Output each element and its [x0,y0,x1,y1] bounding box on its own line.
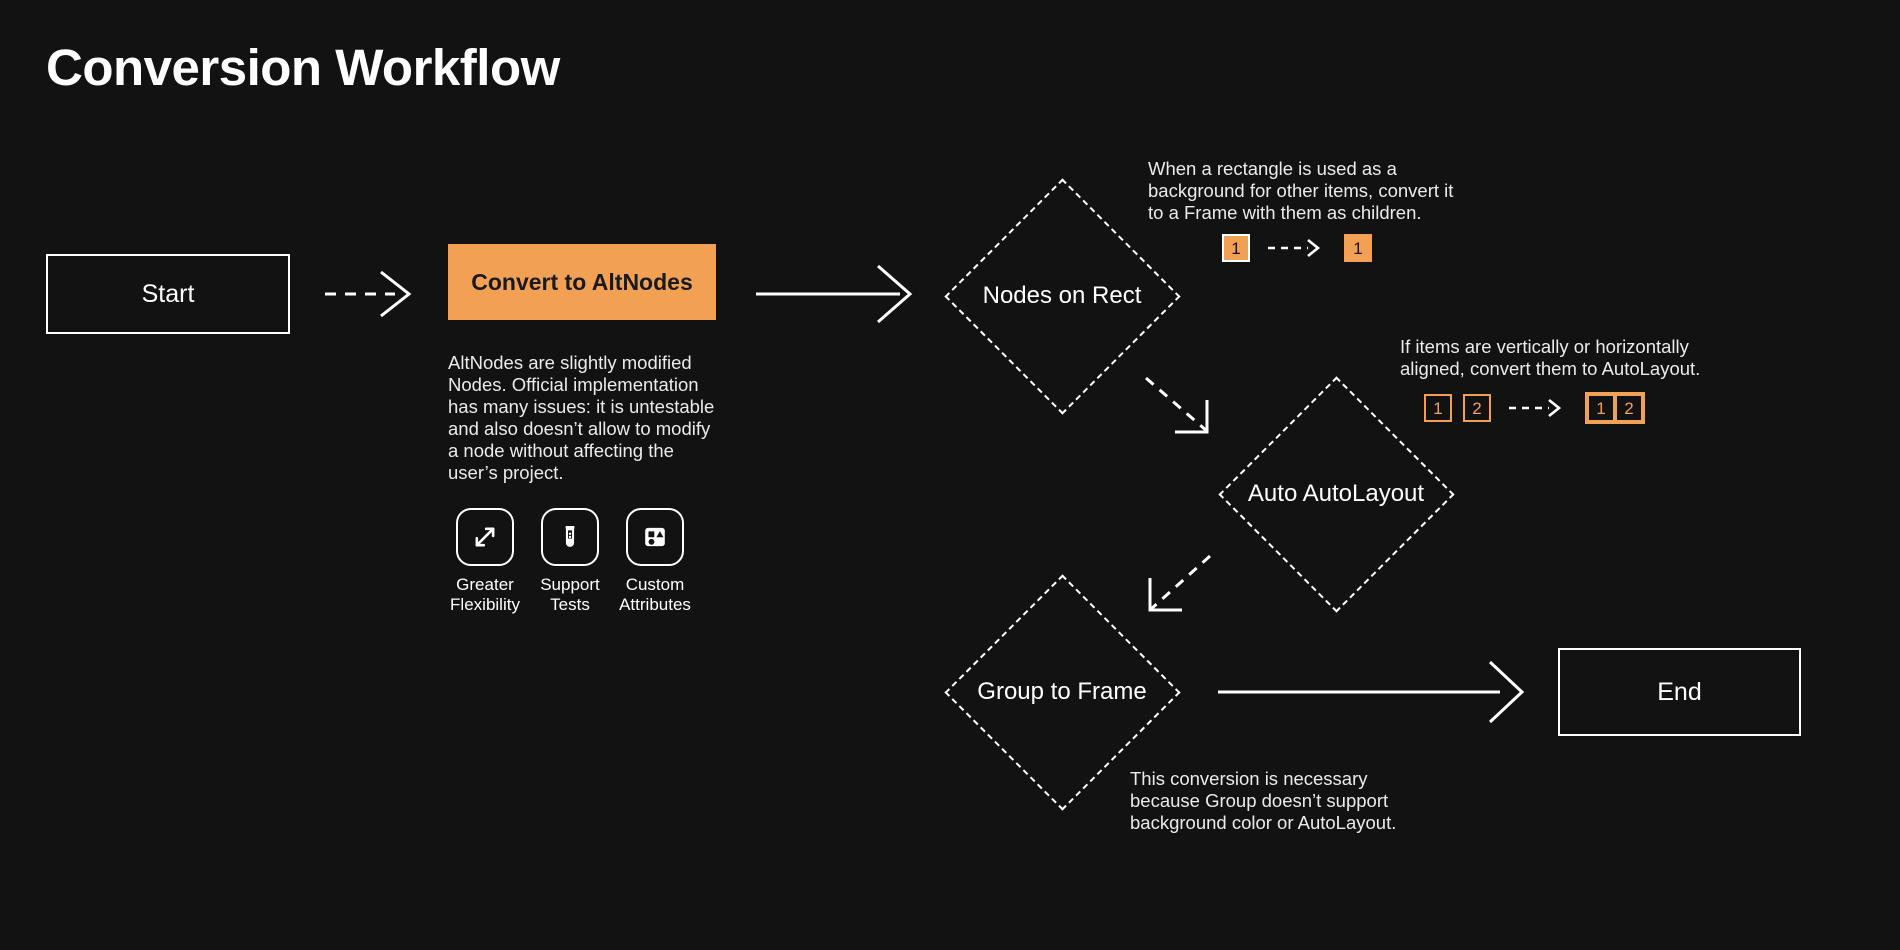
feature-custom-attributes[interactable]: Custom Attributes [619,508,691,615]
feature-caption: Support Tests [540,575,600,614]
badge-after-2: 2 [1615,394,1643,422]
shapes-icon [645,527,665,547]
badge-before-1: 1 [1222,234,1250,262]
annotation-group-to-frame-text: This conversion is necessary because Gro… [1130,768,1397,833]
feature-support-tests[interactable]: Support Tests [537,508,603,615]
badge-after-group: 1 2 [1585,392,1645,424]
expand-arrows-icon [475,527,495,547]
node-end[interactable]: End [1558,648,1801,736]
edge-convert-to-nodesonrect [756,264,913,324]
mini-arrow-icon [1266,237,1328,259]
feature-list: Greater Flexibility Support Tests [450,508,691,615]
annotation-auto-autolayout-text: If items are vertically or horizontally … [1400,336,1701,379]
node-nodes-on-rect-label: Nodes on Rect [982,282,1142,309]
test-tube-icon [565,526,575,547]
annotation-nodes-on-rect-text: When a rectangle is used as a background… [1148,158,1454,223]
convert-description: AltNodes are slightly modified Nodes. Of… [448,352,715,483]
node-convert-to-altnodes[interactable]: Convert to AltNodes [448,244,716,320]
badge-after-1: 1 [1587,394,1615,422]
badge-before-2: 2 [1463,394,1491,422]
node-group-to-frame[interactable]: Group to Frame [943,573,1181,811]
badge-before-1: 1 [1424,394,1452,422]
page-title: Conversion Workflow [46,39,560,96]
node-convert-label: Convert to AltNodes [471,268,693,295]
feature-caption: Greater Flexibility [450,575,520,614]
badge-after-1: 1 [1344,234,1372,262]
node-auto-autolayout[interactable]: Auto AutoLayout [1217,375,1455,613]
node-start[interactable]: Start [46,254,290,334]
feature-greater-flexibility[interactable]: Greater Flexibility [450,508,520,615]
annotation-nodes-on-rect-badges: 1 1 [1222,234,1372,262]
node-end-label: End [1657,677,1702,706]
feature-badge [626,508,684,566]
mini-arrow-icon [1507,397,1569,419]
node-group-to-frame-label: Group to Frame [977,678,1147,705]
node-auto-autolayout-label: Auto AutoLayout [1247,480,1425,507]
feature-badge [541,508,599,566]
feature-badge [456,508,514,566]
feature-caption: Custom Attributes [619,575,691,614]
edge-grouptoframe-to-end [1218,660,1525,724]
annotation-auto-autolayout-badges: 1 2 1 2 [1424,392,1645,424]
node-nodes-on-rect[interactable]: Nodes on Rect [943,177,1181,415]
edge-start-to-convert [325,270,412,318]
node-start-label: Start [141,279,195,308]
